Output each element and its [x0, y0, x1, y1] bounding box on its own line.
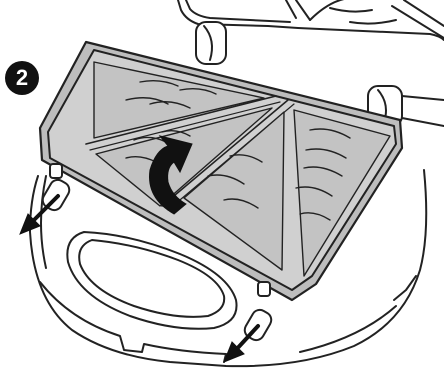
sandwich-maker-illustration	[0, 0, 444, 379]
